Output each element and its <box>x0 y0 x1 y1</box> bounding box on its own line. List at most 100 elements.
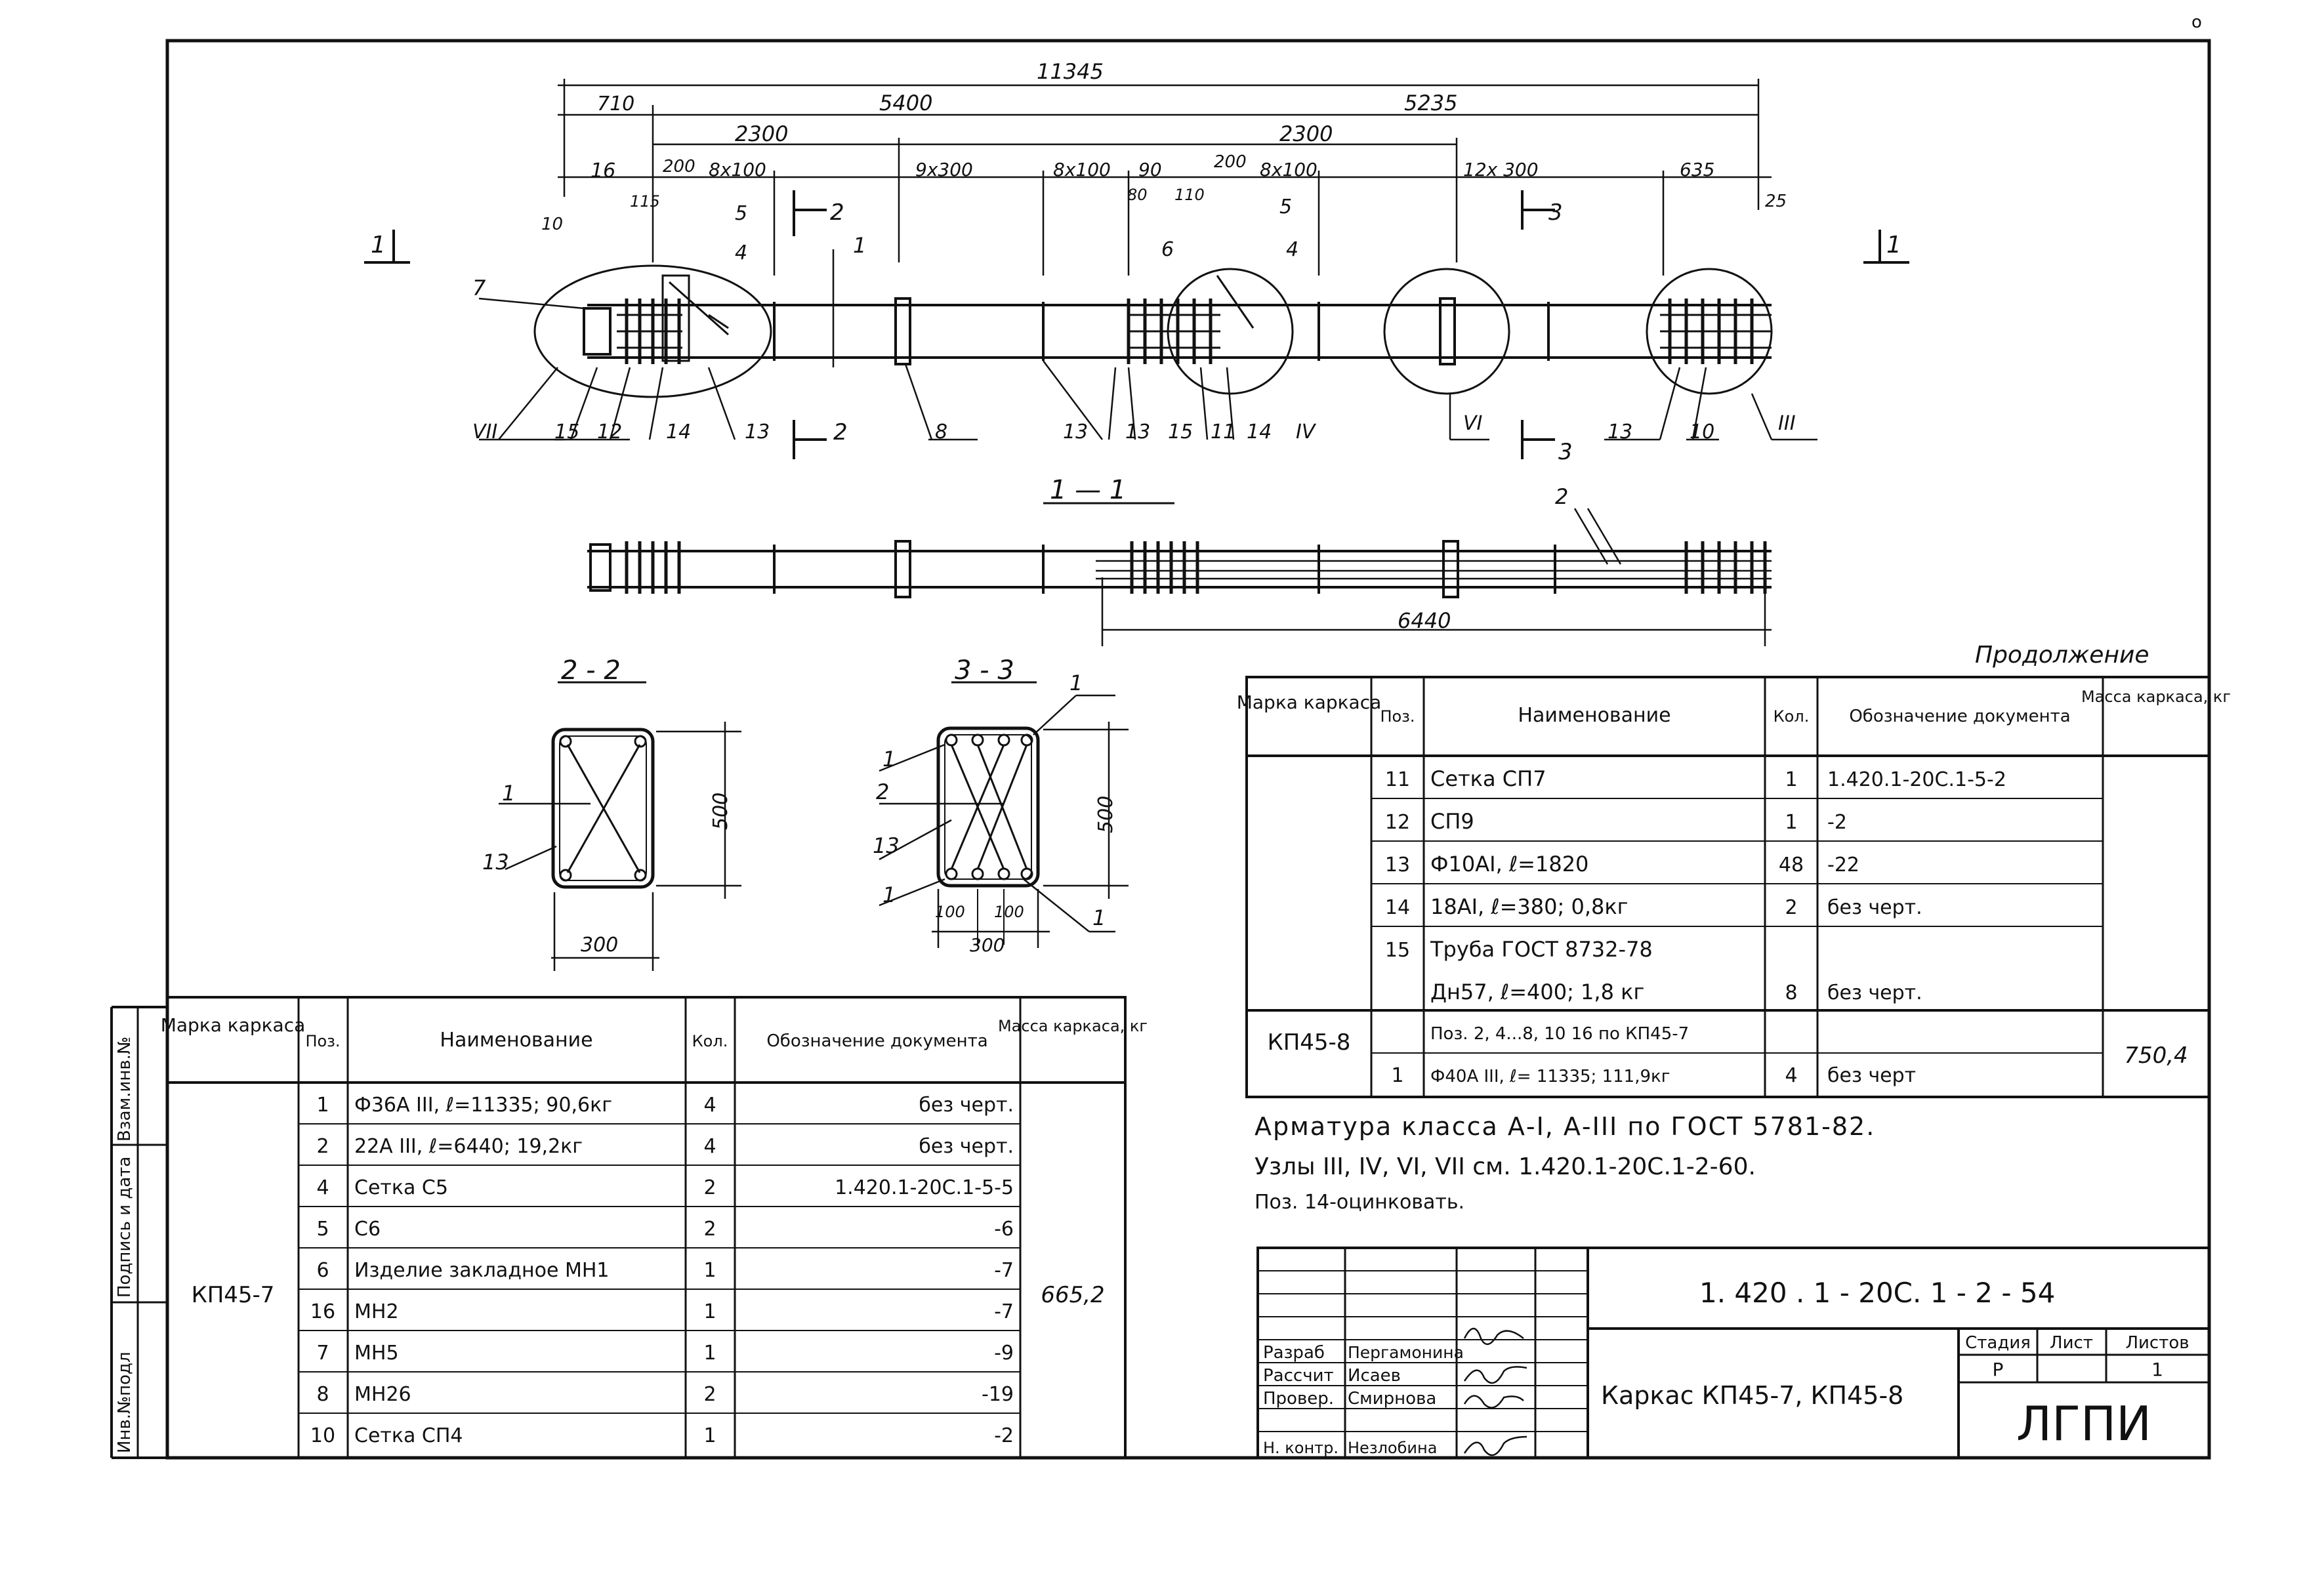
section-3-3-title: 3 - 3 <box>955 655 1014 686</box>
spec-right2-name: Поз. 2, 4...8, 10 16 по КП45-7 <box>1430 1024 1689 1044</box>
section-3-3-callout-1-left: 1 <box>882 747 896 772</box>
name-checked: Смирнова <box>1348 1389 1436 1409</box>
dim-115: 115 <box>630 192 660 211</box>
organization: ЛГПИ <box>2016 1396 2151 1451</box>
role-norm-control: Н. контр. <box>1263 1439 1338 1457</box>
section-2-bottom: 2 <box>833 419 848 445</box>
callout-6: 6 <box>1161 238 1174 261</box>
section-3-3-callout-1-bottom: 1 <box>882 882 896 907</box>
section-3-3-height: 500 <box>1094 796 1117 833</box>
spec-right-qty: 2 <box>1785 896 1797 919</box>
dim-635: 635 <box>1680 159 1714 180</box>
dim-8x100-left: 8x100 <box>709 159 766 180</box>
dim-2300-right: 2300 <box>1279 121 1333 146</box>
spec-left-qty: 1 <box>703 1342 716 1365</box>
spec-right-doc: -2 <box>1827 811 1847 834</box>
spec-left-name: МН2 <box>354 1300 399 1323</box>
section-3-3-width: 300 <box>970 934 1005 956</box>
spec-left-doc: -7 <box>994 1300 1014 1323</box>
spec-left-pos: 4 <box>316 1176 329 1199</box>
spec-right-pos: 15 <box>1385 939 1410 962</box>
section-2-2 <box>499 681 741 971</box>
document-code: 1. 420 . 1 - 20С. 1 - 2 - 54 <box>1699 1277 2055 1309</box>
spec-right-header-qty: Кол. <box>1774 707 1810 726</box>
spec-right-header-mass: Масса каркаса, кг <box>2081 688 2231 706</box>
spec-right-pos: 12 <box>1385 811 1410 834</box>
spec-left-header-mark: Марка каркаса <box>161 1014 306 1036</box>
callout-VI: VI <box>1463 412 1483 435</box>
dim-200-left: 200 <box>663 157 695 176</box>
spec-left-qty: 2 <box>703 1176 716 1199</box>
plan-view <box>364 79 1909 459</box>
spec-right-qty: 8 <box>1785 981 1797 1004</box>
spec-left-doc: -19 <box>982 1383 1014 1406</box>
spec-right2-pos: 1 <box>1391 1064 1403 1087</box>
dim-80: 80 <box>1127 186 1148 204</box>
dim-200-right: 200 <box>1214 152 1247 172</box>
spec-left-qty: 1 <box>703 1424 716 1447</box>
spec-left-doc: без черт. <box>919 1094 1014 1117</box>
signatures <box>1463 1327 1527 1456</box>
spec-right-mass-2: 750,4 <box>2124 1042 2188 1069</box>
dim-6440: 6440 <box>1398 608 1451 633</box>
callout-12: 12 <box>597 421 622 444</box>
spec-left-doc: 1.420.1-20С.1-5-5 <box>835 1176 1014 1199</box>
stage-value: Р <box>1993 1359 2004 1380</box>
dim-11345: 11345 <box>1037 59 1104 84</box>
spec-left-header-qty: Кол. <box>692 1032 728 1050</box>
callout-IV: IV <box>1296 421 1317 444</box>
spec-left-name: Сетка СП4 <box>354 1424 463 1447</box>
role-developer: Разраб <box>1263 1343 1325 1363</box>
spec-right-doc: -22 <box>1827 854 1859 877</box>
section-3-3 <box>879 681 1129 948</box>
spec-right-name: СП9 <box>1430 809 1474 834</box>
title-block: Разраб Рассчит Провер. Н. контр. Пергамо… <box>1256 1247 2210 1459</box>
section-3-top: 3 <box>1548 199 1563 226</box>
spec-left-name: МН5 <box>354 1342 399 1365</box>
spec-left-pos: 2 <box>316 1135 329 1158</box>
spec-right-name: Сетка СП7 <box>1430 766 1546 791</box>
note-2: Узлы III, IV, VI, VII см. 1.420.1-20С.1-… <box>1255 1153 1756 1180</box>
callout-13-right: 13 <box>1608 421 1632 444</box>
role-checked: Провер. <box>1263 1389 1334 1409</box>
section-3-3-100-right: 100 <box>994 903 1024 921</box>
callout-7: 7 <box>472 276 486 300</box>
spec-right2-doc: без черт <box>1827 1064 1916 1087</box>
callout-16: 16 <box>591 159 615 182</box>
stamp-replacement: Взам.инв.№ <box>115 1037 135 1142</box>
spec-right-pos: 14 <box>1385 896 1410 919</box>
dim-25: 25 <box>1765 192 1787 211</box>
spec-left-pos: 7 <box>316 1342 329 1365</box>
section-2-2-width: 300 <box>581 934 618 957</box>
spec-right-name: 18АI, ℓ=380; 0,8кг <box>1430 894 1628 919</box>
spec-left-mass: 665,2 <box>1041 1282 1104 1308</box>
spec-right2-name: Ф40А III, ℓ= 11335; 111,9кг <box>1430 1067 1670 1086</box>
stage-header: Стадия <box>1965 1333 2031 1353</box>
dim-710: 710 <box>597 93 634 115</box>
section-3-3-callout-1-br: 1 <box>1092 905 1106 930</box>
section-3-3-callout-13: 13 <box>873 833 900 858</box>
corner-mark: о <box>2191 12 2202 32</box>
sheet-header: Лист <box>2050 1333 2093 1353</box>
callout-14-mid: 14 <box>1247 421 1272 444</box>
dim-8x100-mid: 8x100 <box>1053 159 1111 180</box>
spec-left-doc: -9 <box>994 1342 1014 1365</box>
spec-table-left: Марка каркаса Поз. Наименование Кол. Обо… <box>161 996 1148 1459</box>
name-norm-control: Незлобина <box>1348 1439 1437 1457</box>
section-2-2-callout-1: 1 <box>502 781 515 806</box>
callout-15-left: 15 <box>554 421 579 444</box>
notes: Арматура класса А-I, А-III по ГОСТ 5781-… <box>1255 1112 1874 1214</box>
spec-right-header-name: Наименование <box>1518 704 1670 727</box>
callout-III: III <box>1778 412 1796 435</box>
spec-left-name: С6 <box>354 1218 381 1241</box>
sheets-value: 1 <box>2151 1359 2163 1380</box>
role-calculated: Рассчит <box>1263 1366 1334 1386</box>
callout-4-left: 4 <box>735 241 747 264</box>
spec-left-qty: 1 <box>703 1259 716 1282</box>
callout-13-left: 13 <box>745 421 770 444</box>
spec-left-name: Ф36А III, ℓ=11335; 90,6кг <box>354 1094 612 1117</box>
spec-right-doc: без черт. <box>1827 896 1922 919</box>
spec-right-qty: 1 <box>1785 768 1797 791</box>
spec-right-name: Дн57, ℓ=400; 1,8 кг <box>1430 980 1644 1004</box>
section-2-2-title: 2 - 2 <box>561 655 621 686</box>
